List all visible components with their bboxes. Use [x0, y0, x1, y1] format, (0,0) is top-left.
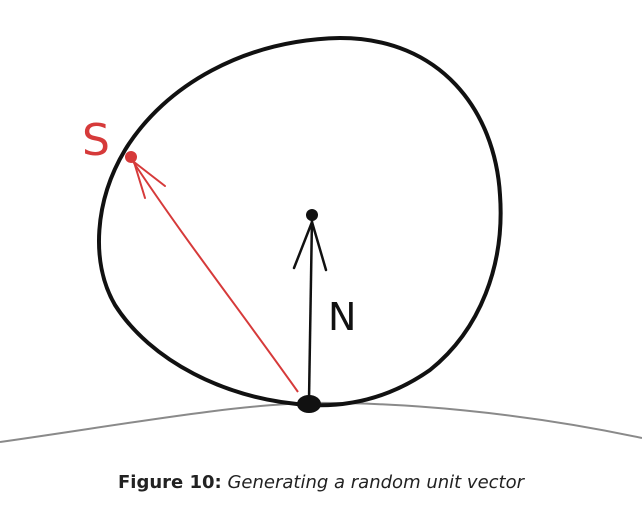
normal-vector [307, 217, 314, 401]
hit-point [297, 395, 321, 413]
unit-sphere [96, 36, 503, 408]
random-point-s [125, 151, 137, 163]
sphere-center [306, 209, 318, 221]
random-vector-arrowhead [133, 161, 166, 199]
caption-text: Generating a random unit vector [227, 472, 525, 493]
normal-arrowhead [292, 220, 328, 272]
figure-caption: Figure 10: Generating a random unit vect… [0, 472, 642, 493]
caption-label: Figure 10: [117, 472, 222, 493]
label-n: N [328, 295, 356, 339]
label-s: S [82, 115, 110, 166]
random-vector [131, 159, 299, 393]
surface-curve [0, 401, 642, 443]
